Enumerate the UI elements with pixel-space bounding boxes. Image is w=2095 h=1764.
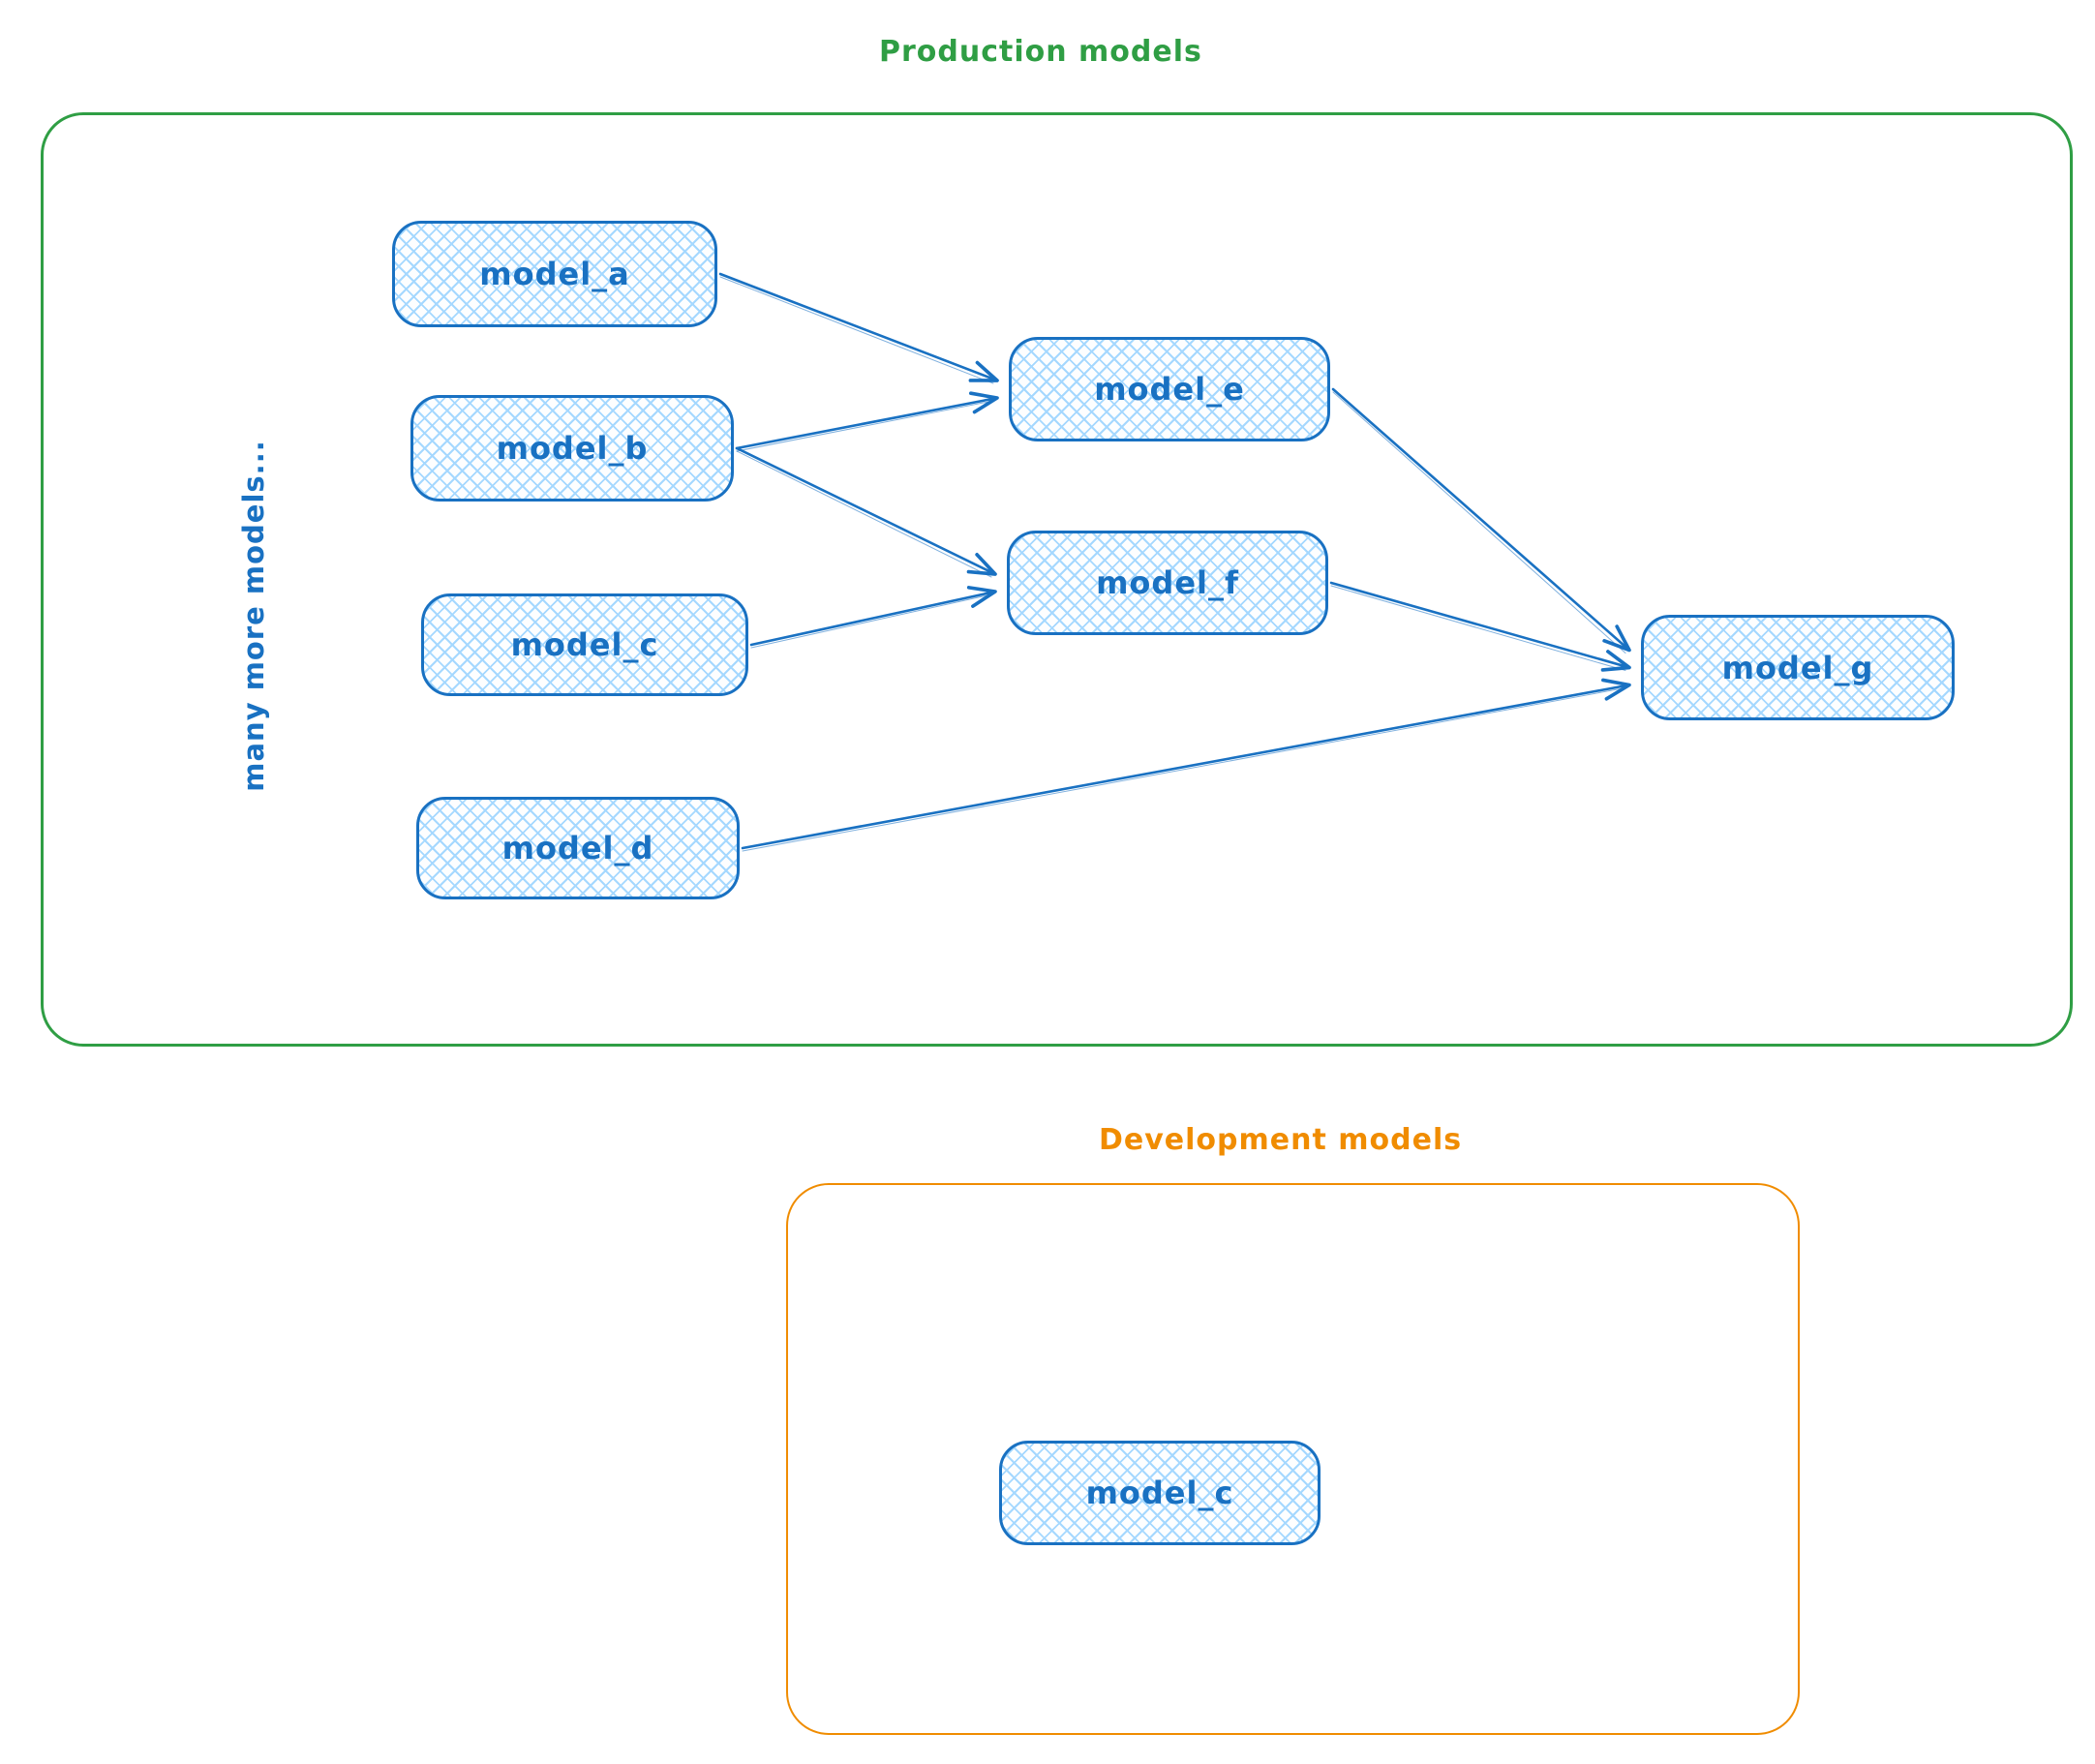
node-model-a-label: model_a bbox=[479, 256, 630, 292]
node-model-c-label: model_c bbox=[510, 626, 659, 663]
node-model-c: model_c bbox=[421, 593, 748, 696]
node-dev-model-c-label: model_c bbox=[1085, 1475, 1234, 1511]
node-model-a: model_a bbox=[392, 221, 717, 327]
node-model-d-label: model_d bbox=[501, 830, 654, 867]
node-model-b: model_b bbox=[410, 395, 734, 502]
node-dev-model-c: model_c bbox=[999, 1441, 1321, 1545]
node-model-g: model_g bbox=[1641, 615, 1955, 720]
node-model-e-label: model_e bbox=[1094, 371, 1245, 408]
node-model-f: model_f bbox=[1007, 531, 1328, 635]
production-group-title: Production models bbox=[879, 35, 1202, 69]
node-model-d: model_d bbox=[416, 797, 740, 899]
development-group-title: Development models bbox=[1099, 1123, 1463, 1157]
node-model-g-label: model_g bbox=[1721, 649, 1874, 686]
many-more-models-note: many more models... bbox=[237, 440, 270, 792]
node-model-e: model_e bbox=[1009, 337, 1330, 441]
node-model-b-label: model_b bbox=[496, 430, 649, 467]
production-group-box bbox=[41, 112, 2073, 1047]
node-model-f-label: model_f bbox=[1096, 564, 1239, 601]
development-group-box bbox=[786, 1183, 1800, 1735]
